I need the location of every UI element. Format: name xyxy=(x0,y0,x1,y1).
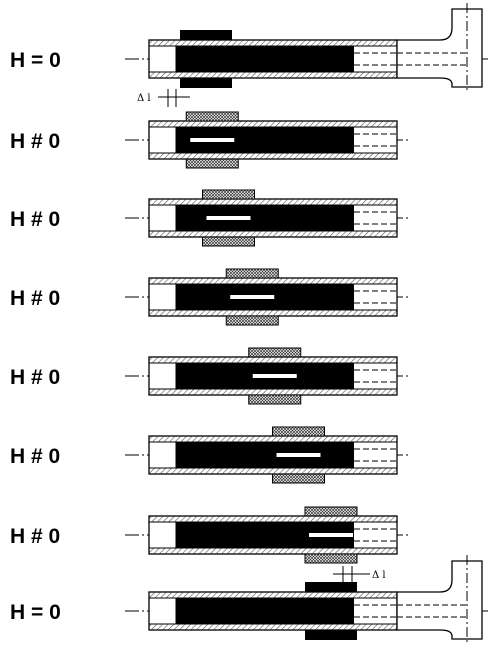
tube-wall-bottom xyxy=(148,467,398,475)
field-zone xyxy=(276,453,321,457)
tube-wall-top xyxy=(148,39,398,47)
actuator-row: H # 0 xyxy=(10,189,410,247)
field-zone xyxy=(206,216,251,220)
moving-coil-top xyxy=(272,426,325,437)
state-label: H = 0 xyxy=(10,49,61,72)
actuator-row: H # 0 xyxy=(10,426,410,484)
moving-coil-bottom xyxy=(225,315,279,326)
magnetostrictive-rod xyxy=(176,442,354,468)
tube-wall-top xyxy=(148,435,398,443)
moving-coil-top xyxy=(248,347,302,358)
tube-wall-top xyxy=(148,356,398,364)
actuator-row: H # 0 xyxy=(10,506,410,564)
actuator-row: H = 0 xyxy=(10,555,488,645)
clamp-collar-bottom xyxy=(305,630,357,640)
magnetostrictive-rod xyxy=(176,46,354,72)
tube-wall-top xyxy=(148,277,398,285)
tube-wall-bottom xyxy=(148,309,398,317)
delta-l-label: Δ l xyxy=(137,93,151,104)
magnetostrictive-rod xyxy=(176,598,354,624)
end-fitting-body xyxy=(396,560,483,640)
moving-coil-bottom xyxy=(202,236,255,247)
state-label: H # 0 xyxy=(10,287,60,310)
delta-l-label: Δ l xyxy=(372,570,386,581)
field-zone xyxy=(252,374,297,378)
actuator-row: H # 0 xyxy=(10,268,410,326)
moving-coil-bottom xyxy=(272,473,325,484)
state-label: H # 0 xyxy=(10,130,60,153)
end-fitting xyxy=(396,3,483,93)
tube-wall-top xyxy=(148,515,398,523)
state-label: H # 0 xyxy=(10,366,60,389)
clamp-collar-bottom xyxy=(180,78,232,88)
moving-coil-bottom xyxy=(304,553,358,564)
actuator-row: H # 0 xyxy=(10,111,410,169)
tube-wall-top xyxy=(148,591,398,599)
tube-wall-bottom xyxy=(148,623,398,631)
field-zone xyxy=(230,295,275,299)
clamp-collar-top xyxy=(180,30,232,40)
tube-wall-top xyxy=(148,198,398,206)
moving-coil-top xyxy=(202,189,255,200)
field-zone xyxy=(190,138,235,142)
actuator-row: H = 0 xyxy=(10,3,488,93)
moving-coil-top xyxy=(185,111,239,122)
state-label: H # 0 xyxy=(10,525,60,548)
state-label: H = 0 xyxy=(10,601,61,624)
tube-wall-bottom xyxy=(148,230,398,238)
end-fitting xyxy=(396,555,483,645)
end-fitting-body xyxy=(396,8,483,88)
tube-wall-bottom xyxy=(148,547,398,555)
field-zone xyxy=(309,533,353,537)
actuator-row: H # 0 xyxy=(10,347,410,405)
tube-wall-top xyxy=(148,120,398,128)
tube-wall-bottom xyxy=(148,71,398,79)
moving-coil-bottom xyxy=(248,394,302,405)
moving-coil-top xyxy=(225,268,279,279)
magnetostrictive-rod xyxy=(176,205,354,231)
tube-wall-bottom xyxy=(148,388,398,396)
moving-coil-bottom xyxy=(185,158,239,169)
tube-wall-bottom xyxy=(148,152,398,160)
state-label: H # 0 xyxy=(10,208,60,231)
state-label: H # 0 xyxy=(10,445,60,468)
clamp-collar-top xyxy=(305,582,357,592)
moving-coil-top xyxy=(304,506,358,517)
